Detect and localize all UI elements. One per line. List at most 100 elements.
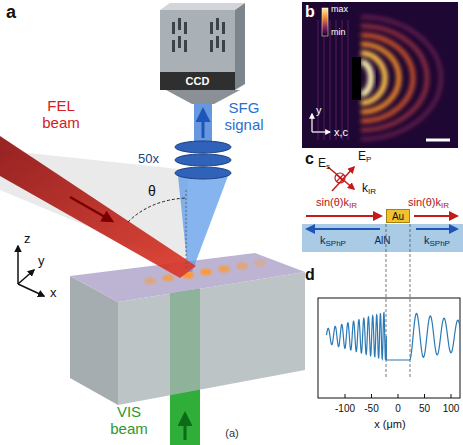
- tick: [398, 394, 399, 398]
- colorbar: [322, 8, 328, 36]
- figure-label: c: [305, 150, 314, 168]
- tick: [371, 394, 372, 398]
- figure-label: k: [320, 234, 326, 246]
- sphp-fringe: [361, 53, 385, 103]
- surface-fringe: [218, 266, 230, 273]
- sfg-arrow: [202, 110, 205, 138]
- figure-label: 0: [395, 403, 401, 414]
- surface-fringe: [236, 263, 248, 270]
- sphp-fringe: [361, 35, 413, 121]
- tick: [451, 394, 452, 398]
- tick: [345, 394, 346, 398]
- subscript-label: P: [366, 156, 371, 165]
- angle-arc: [128, 198, 186, 222]
- axis-z: [17, 246, 19, 284]
- subscript-label: s: [326, 163, 330, 172]
- axis-x: [18, 284, 44, 296]
- figure-label: -50: [364, 403, 378, 414]
- tick: [424, 394, 425, 398]
- image-panel: [302, 2, 458, 148]
- figure-label: E: [358, 150, 366, 163]
- sfg-beam: [194, 104, 212, 142]
- figure-label: 50x: [138, 152, 159, 166]
- camera-vent: [216, 18, 219, 30]
- image-ground: [302, 2, 458, 148]
- surface-fringe: [200, 269, 212, 276]
- sphp-arrow: [307, 228, 380, 230]
- sphp-fringe: [361, 17, 441, 139]
- subscript-label: SPhP: [430, 240, 450, 249]
- camera-vent: [184, 22, 187, 34]
- figure-label: x: [50, 286, 57, 300]
- figure-label: 100: [443, 403, 460, 414]
- faint-fringe: [347, 20, 349, 140]
- substrate-band: AlN: [302, 224, 463, 252]
- subscript-label: IR: [441, 202, 449, 211]
- node-text: Au: [392, 211, 404, 222]
- faint-fringe: [341, 20, 343, 140]
- figure-label: FEL beam: [38, 98, 84, 131]
- sphp-fringe: [361, 44, 399, 112]
- axis-y: [18, 270, 34, 284]
- guide-line: [410, 224, 411, 378]
- faint-fringe: [335, 20, 337, 140]
- aln-band: [302, 224, 463, 252]
- camera-vent: [222, 40, 225, 52]
- faint-fringe: [323, 20, 325, 140]
- sphp-arrow: [416, 228, 457, 230]
- camera-vent: [210, 22, 213, 34]
- objective-lens: [175, 141, 231, 153]
- vis-arrow: [184, 414, 187, 440]
- axis-y: [311, 114, 312, 132]
- faint-fringe: [329, 20, 331, 140]
- camera-vent: [184, 40, 187, 52]
- wave-plot: [326, 313, 460, 360]
- subscript-label: SPhP: [326, 240, 346, 249]
- figure-label: min: [331, 28, 346, 38]
- camera-vent: [222, 22, 225, 34]
- antenna-shadow: [352, 57, 361, 100]
- camera-front: [160, 10, 235, 72]
- camera-sensor: CCD: [160, 72, 235, 90]
- figure-label: -100: [335, 403, 355, 414]
- kx-arrow: [306, 215, 381, 217]
- objective-lens: [175, 154, 231, 166]
- surface-fringe: [144, 278, 156, 285]
- figure-label: (a): [225, 427, 238, 439]
- camera-vent: [216, 36, 219, 48]
- figure-label: E: [318, 157, 326, 170]
- figure-label: 50: [419, 403, 430, 414]
- camera-vent: [210, 40, 213, 52]
- figure-label: z: [24, 232, 31, 246]
- axis-x: [312, 131, 330, 132]
- figure-label: sin(θ)k: [408, 196, 441, 208]
- figure-label: k: [362, 182, 368, 195]
- figure-label: x,c: [334, 126, 348, 138]
- objective-lens: [175, 167, 231, 179]
- camera-vent: [172, 22, 175, 34]
- subscript-label: IR: [368, 188, 376, 197]
- camera-side: [235, 3, 245, 90]
- figure-label: max: [331, 5, 348, 15]
- figure-label: d: [305, 266, 315, 284]
- figure-label: k: [424, 234, 430, 246]
- camera-vent: [178, 36, 181, 48]
- faint-fringe: [317, 20, 319, 140]
- figure-label: x (μm): [374, 418, 405, 430]
- figure-label: b: [305, 3, 315, 21]
- surface-fringe: [162, 275, 174, 282]
- subscript-label: IR: [349, 202, 357, 211]
- scale-bar: [426, 139, 450, 142]
- gold-antenna: Au: [386, 209, 410, 223]
- normal-line: [186, 190, 187, 268]
- node-text: AlN: [374, 235, 390, 246]
- figure-label: θ: [148, 184, 156, 199]
- kx-arrow: [414, 215, 457, 217]
- fel-beam: [0, 136, 196, 278]
- node-text: CCD: [186, 75, 210, 87]
- figure-label: y: [38, 254, 45, 268]
- sfg-cone: [178, 176, 228, 272]
- surface-fringe: [254, 260, 266, 267]
- figure-label: SFG signal: [216, 100, 272, 133]
